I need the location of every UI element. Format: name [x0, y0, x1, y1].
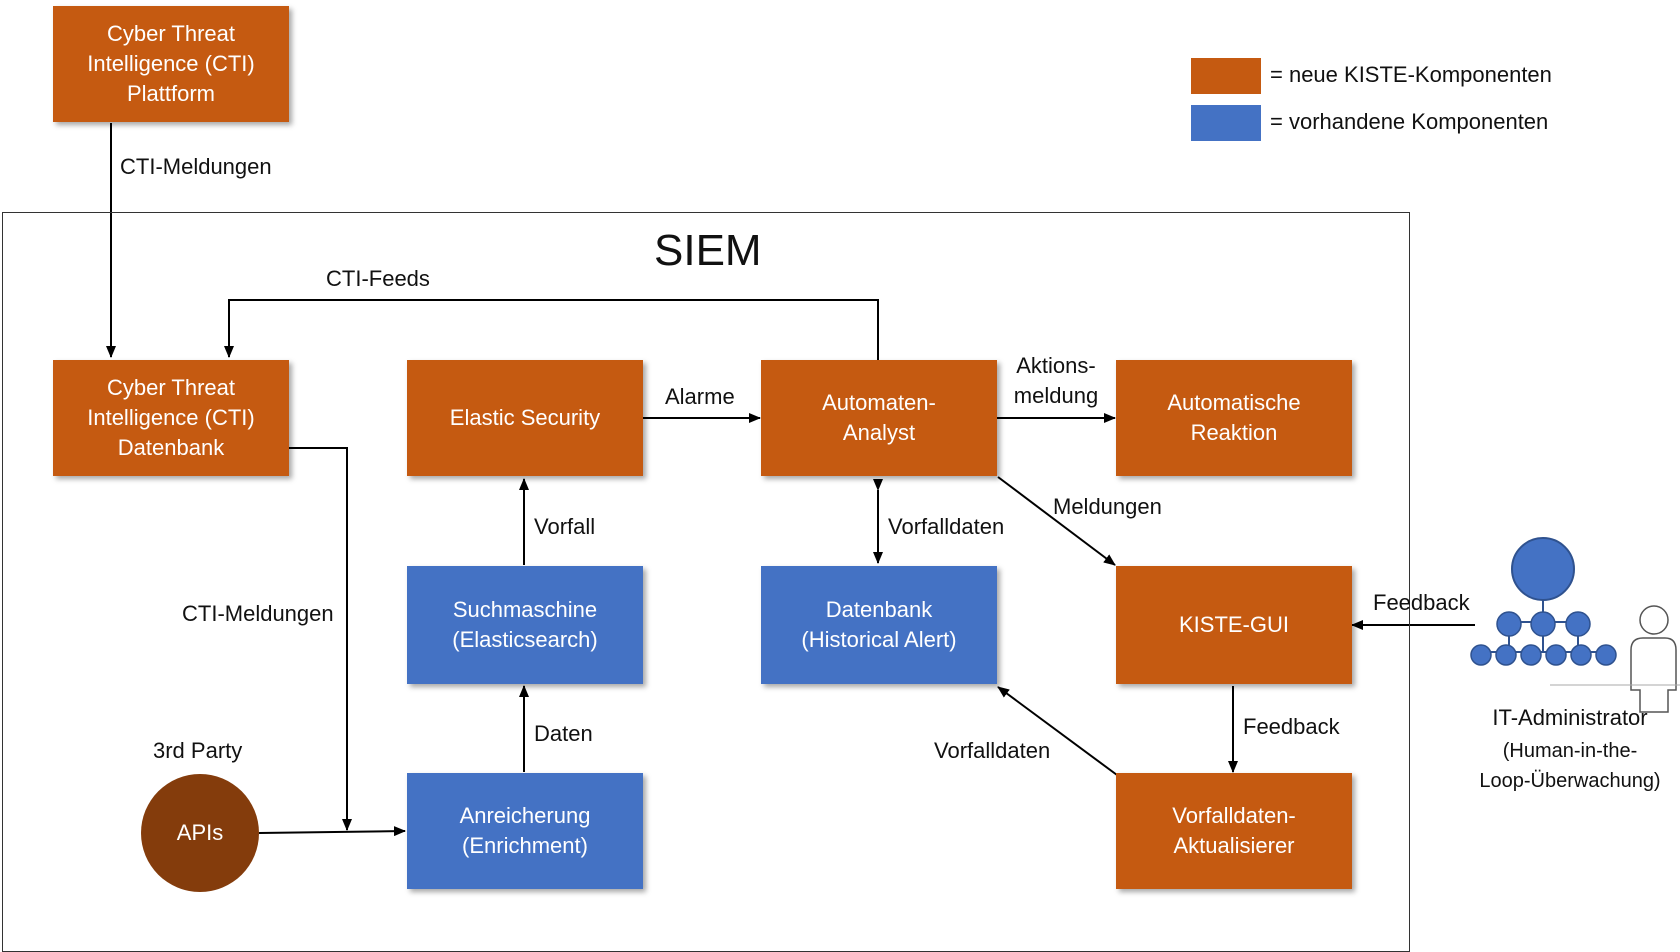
label-it-administrator: IT-Administrator — [1492, 705, 1648, 730]
suchmaschine-label: Suchmaschine (Elasticsearch) — [452, 597, 598, 652]
label-alarme: Alarme — [665, 384, 735, 409]
suchmaschine-box: Suchmaschine (Elasticsearch) — [407, 566, 643, 684]
arrow-cti-feeds — [224, 299, 879, 360]
arrow-meldungen — [997, 476, 1116, 566]
label-admin-sub: (Human-in-the- Loop-Überwachung) — [1479, 740, 1661, 792]
arrow-vorfalldaten-update — [997, 686, 1118, 776]
cti-database-label: Cyber Threat Intelligence (CTI) Datenban… — [87, 375, 255, 460]
automaten-analyst-label: Automaten- Analyst — [822, 390, 936, 445]
anreicherung-label: Anreicherung (Enrichment) — [459, 803, 591, 858]
hierarchy-network-icon — [1470, 537, 1617, 666]
label-aktionsmeldung: Aktions- meldung — [1013, 353, 1099, 408]
vorfalldaten-aktualisierer-box: Vorfalldaten- Aktualisierer — [1116, 773, 1352, 889]
legend-swatch-existing — [1191, 105, 1261, 141]
automaten-analyst-box: Automaten- Analyst — [761, 360, 997, 476]
vorfalldaten-aktualisierer-label: Vorfalldaten- Aktualisierer — [1172, 803, 1296, 858]
label-daten: Daten — [534, 721, 593, 746]
label-feedback-gui: Feedback — [1243, 714, 1340, 739]
legend-label-new: = neue KISTE-Komponenten — [1270, 62, 1552, 87]
cti-platform-label: Cyber Threat Intelligence (CTI) Plattfor… — [87, 21, 255, 106]
legend-label-existing: = vorhandene Komponenten — [1270, 109, 1549, 134]
cti-database-box: Cyber Threat Intelligence (CTI) Datenban… — [53, 360, 289, 476]
person-icon — [1630, 605, 1677, 713]
datenbank-box: Datenbank (Historical Alert) — [761, 566, 997, 684]
elastic-security-label: Elastic Security — [449, 405, 601, 430]
apis-label: APIs — [176, 820, 224, 845]
apis-circle: APIs — [141, 774, 259, 892]
elastic-security-box: Elastic Security — [407, 360, 643, 476]
kiste-gui-label: KISTE-GUI — [1178, 612, 1289, 637]
label-vorfall: Vorfall — [534, 514, 596, 539]
cti-platform-box: Cyber Threat Intelligence (CTI) Plattfor… — [53, 6, 289, 122]
kiste-gui-box: KISTE-GUI — [1116, 566, 1352, 684]
arrow-apis-to-enrichment — [258, 826, 406, 837]
label-vorfalldaten-low: Vorfalldaten — [934, 738, 1051, 763]
label-feedback-admin: Feedback — [1373, 590, 1470, 615]
siem-title: SIEM — [654, 226, 762, 275]
label-vorfalldaten-mid: Vorfalldaten — [888, 514, 1005, 539]
datenbank-label: Datenbank (Historical Alert) — [801, 597, 957, 652]
label-cti-meldungen-side: CTI-Meldungen — [182, 601, 334, 626]
label-cti-meldungen-top: CTI-Meldungen — [120, 154, 272, 179]
arrow-cti-meldungen-side — [289, 447, 352, 831]
label-cti-feeds: CTI-Feeds — [326, 266, 430, 291]
automatische-reaktion-box: Automatische Reaktion — [1116, 360, 1352, 476]
anreicherung-box: Anreicherung (Enrichment) — [407, 773, 643, 889]
label-3rd-party: 3rd Party — [153, 738, 243, 763]
label-meldungen: Meldungen — [1053, 494, 1162, 519]
automatische-reaktion-label: Automatische Reaktion — [1167, 390, 1301, 445]
legend-swatch-new — [1191, 58, 1261, 94]
